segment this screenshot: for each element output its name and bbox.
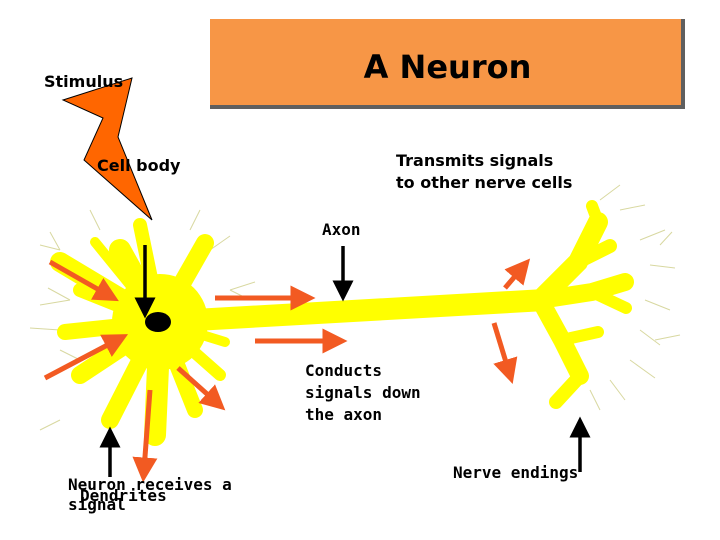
stimulus-label: Stimulus bbox=[44, 72, 124, 91]
axon-label: Axon bbox=[322, 220, 361, 239]
cell-body-label: Cell body bbox=[97, 156, 181, 175]
receives-line-1: Neuron receives a bbox=[68, 475, 232, 494]
signal-arrows bbox=[43, 258, 531, 483]
transmits-line-2: to other nerve cells bbox=[396, 172, 573, 192]
conducts-label: Conducts signals down the axon bbox=[305, 360, 421, 426]
transmits-label: Transmits signals to other nerve cells bbox=[396, 150, 572, 193]
receives-label: Neuron receives a signal bbox=[68, 475, 232, 515]
nerve-endings-label: Nerve endings bbox=[453, 463, 579, 482]
title-box bbox=[210, 19, 685, 109]
conducts-line-2: signals down bbox=[305, 383, 421, 402]
page-title: A Neuron bbox=[363, 48, 532, 86]
pointer-arrows bbox=[99, 245, 591, 477]
lightning-bolt-icon bbox=[61, 77, 153, 221]
dendrites-label: Dendrites bbox=[80, 486, 167, 505]
transmits-line-1: Transmits signals bbox=[396, 151, 554, 170]
conducts-line-1: Conducts bbox=[305, 361, 383, 380]
conducts-line-3: the axon bbox=[305, 405, 383, 424]
nucleus bbox=[145, 312, 171, 332]
receives-line-2: signal bbox=[68, 495, 126, 514]
